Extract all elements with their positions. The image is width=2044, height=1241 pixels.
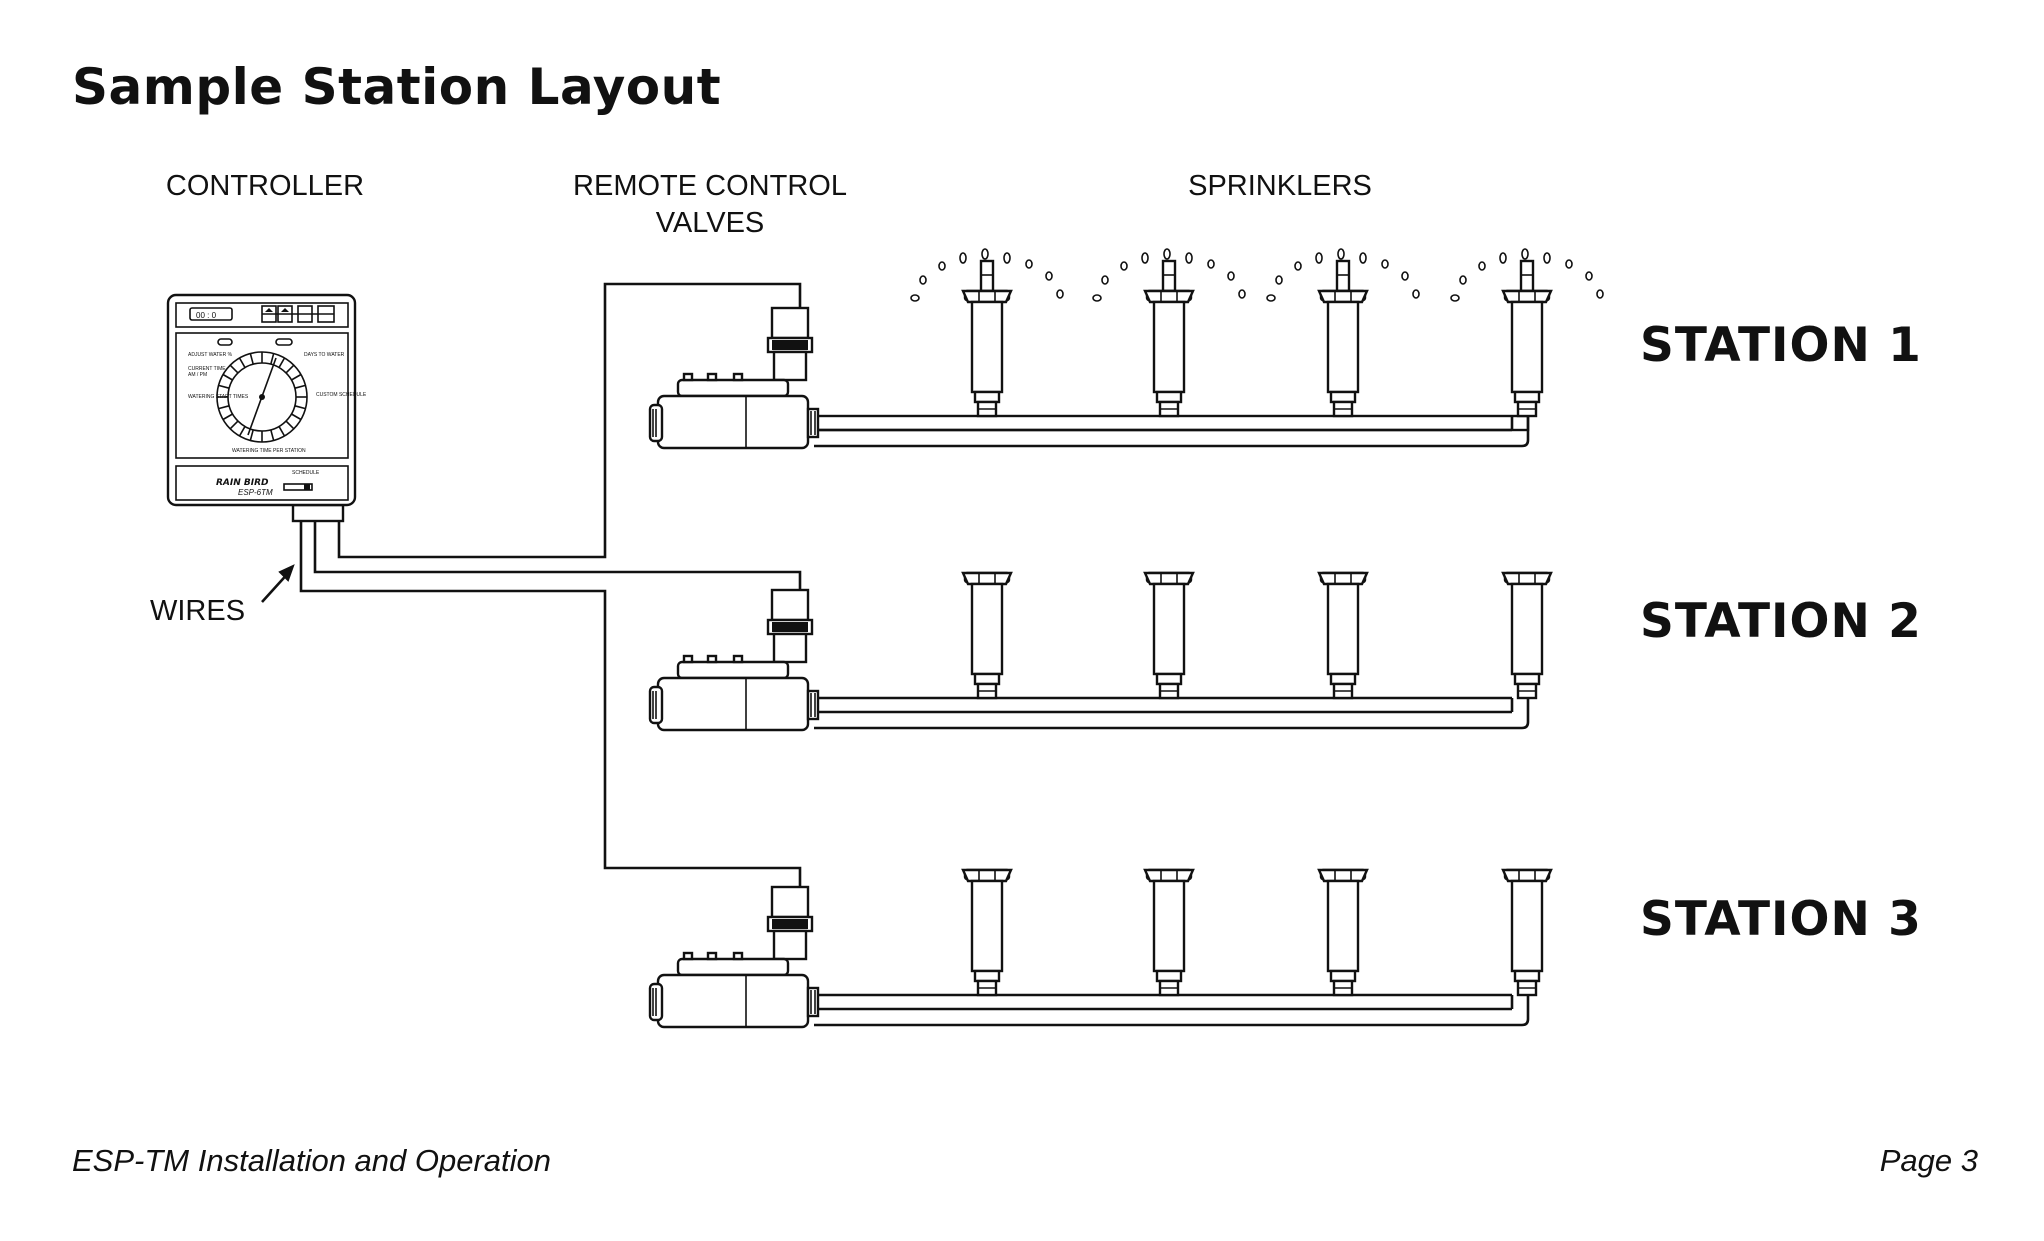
dial-tick — [278, 357, 286, 368]
dial-tick — [222, 413, 233, 421]
valve-station-2 — [648, 588, 820, 732]
sprinklers-station-1 — [910, 248, 1604, 418]
dial-tick — [285, 420, 295, 430]
footer-doc-title: ESP-TM Installation and Operation — [72, 1143, 552, 1178]
controller: 00 : 0 ADJUST WATER % CURRENT TIME AM / … — [166, 293, 367, 523]
schedule-label: SCHEDULE — [292, 470, 320, 476]
dial-tick — [229, 420, 239, 430]
controller-label: CONTROLLER — [165, 170, 365, 202]
wires-label: WIRES — [150, 595, 246, 627]
dial-tick — [249, 429, 254, 441]
controller-display: 00 : 0 — [196, 311, 217, 320]
station-row-3 — [814, 993, 1530, 1027]
dial-tick — [222, 373, 233, 381]
dial-tick — [291, 413, 302, 421]
dial-tick — [270, 429, 275, 441]
valve-station-1 — [648, 306, 820, 450]
panel-right-label-1: DAYS TO WATER — [304, 352, 345, 358]
dial-label: WATERING TIME PER STATION — [232, 448, 306, 454]
panel-left-label-2: CURRENT TIME — [188, 366, 226, 372]
model-label: ESP-6TM — [238, 488, 273, 497]
dial-tick — [238, 357, 246, 368]
station-1-label: STATION 1 — [1640, 318, 1922, 373]
sprinklers-station-2 — [961, 571, 1553, 700]
wires — [261, 282, 802, 890]
sprinklers-station-3 — [961, 868, 1553, 997]
dial-tick — [285, 364, 295, 374]
dial-tick — [270, 353, 275, 365]
station-2-label: STATION 2 — [1640, 594, 1922, 649]
dial-tick — [291, 373, 302, 381]
valves-label-line2: VALVES — [655, 207, 765, 239]
station-3-label: STATION 3 — [1640, 892, 1922, 947]
dial-tick — [294, 405, 306, 410]
footer-page-number: Page 3 — [1879, 1143, 1978, 1178]
valves-label: REMOTE CONTROL VALVES — [560, 168, 860, 242]
dial-tick — [218, 405, 230, 410]
valves-label-line1: REMOTE CONTROL — [573, 170, 847, 202]
dial-tick — [218, 384, 230, 389]
valve-station-3 — [648, 885, 820, 1029]
dial-tick — [278, 426, 286, 437]
dial-tick — [238, 426, 246, 437]
dial-tick — [249, 353, 254, 365]
dial-tick — [294, 384, 306, 389]
page-title: Sample Station Layout — [72, 58, 722, 116]
brand-logo: RAIN BIRD — [216, 478, 269, 488]
station-row-2 — [814, 696, 1530, 730]
station-row-1 — [814, 414, 1530, 448]
panel-left-label-3: AM / PM — [188, 372, 207, 378]
panel-right-label-2: CUSTOM SCHEDULE — [316, 392, 367, 398]
dial-tick — [229, 364, 239, 374]
sprinklers-label: SPRINKLERS — [1188, 170, 1372, 202]
panel-left-label-1: ADJUST WATER % — [188, 352, 233, 358]
